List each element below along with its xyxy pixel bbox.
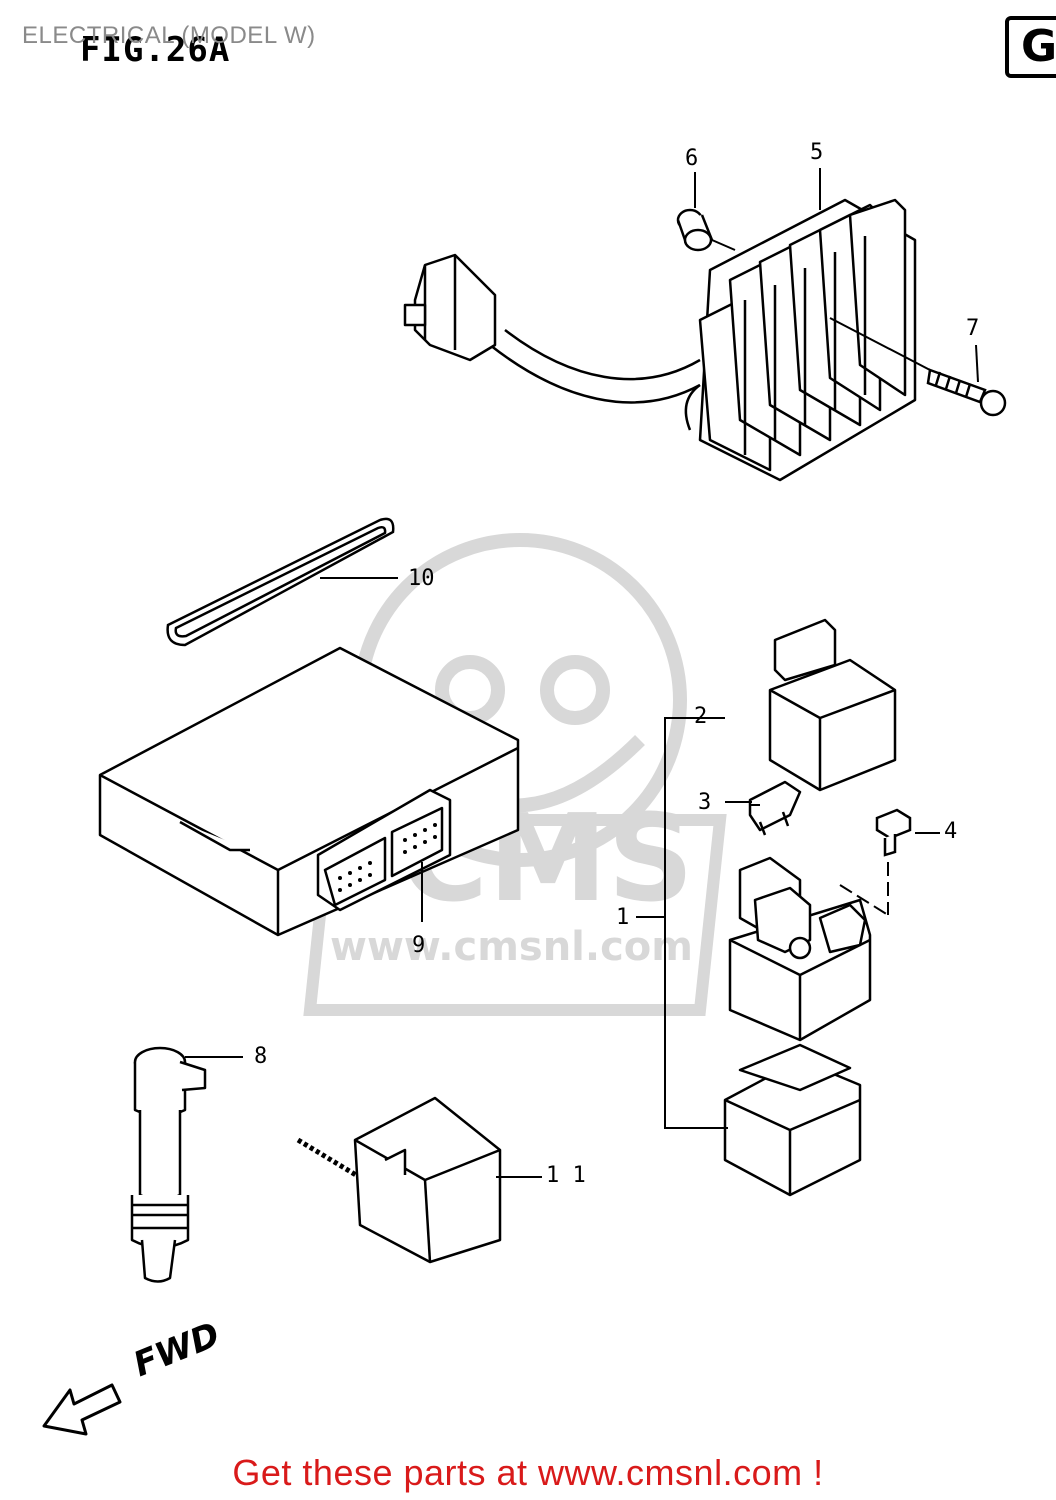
ecm-connector-pins xyxy=(338,823,437,892)
group-badge: G xyxy=(1005,16,1056,78)
regulator-cable xyxy=(489,329,701,431)
page-title: ELECTRICAL (MODEL W) xyxy=(22,22,316,49)
callout-10: 10 xyxy=(408,566,435,591)
relay-group-bracket xyxy=(636,717,760,1129)
relay-cover xyxy=(768,618,897,792)
callout-5: 5 xyxy=(810,140,824,165)
callout-4: 4 xyxy=(944,819,958,844)
ecm-band xyxy=(166,517,395,647)
callout-8: 8 xyxy=(254,1044,268,1069)
leader-lines xyxy=(185,168,979,1178)
callout-9: 9 xyxy=(412,933,426,958)
callout-7: 7 xyxy=(966,316,980,341)
fuse xyxy=(748,780,802,836)
watermark-url: www.cmsnl.com xyxy=(330,924,693,970)
control-module xyxy=(353,1096,502,1264)
callout-6: 6 xyxy=(685,146,699,171)
small-bolt xyxy=(875,808,912,857)
callout-1: 1 xyxy=(616,905,630,930)
spacer-leader xyxy=(711,239,736,251)
spacer-collar xyxy=(676,208,714,252)
regulator-connector xyxy=(403,253,497,362)
module-wire xyxy=(296,1137,358,1178)
bolt-leader xyxy=(829,317,931,371)
footer-link-text[interactable]: Get these parts at www.cmsnl.com ! xyxy=(232,1452,824,1493)
starter-relay xyxy=(728,856,872,1042)
relay-boot xyxy=(723,1043,862,1197)
figure-label: FIG.26A xyxy=(80,30,231,70)
regulator-rectifier xyxy=(698,198,917,482)
bolt xyxy=(926,368,1007,417)
fwd-arrow xyxy=(42,1383,122,1436)
ignition-coil xyxy=(130,1046,207,1283)
callout-11: 1 1 xyxy=(546,1163,586,1188)
small-bolt-line xyxy=(839,862,889,916)
callout-2: 2 xyxy=(694,704,708,729)
callout-3: 3 xyxy=(698,790,712,815)
